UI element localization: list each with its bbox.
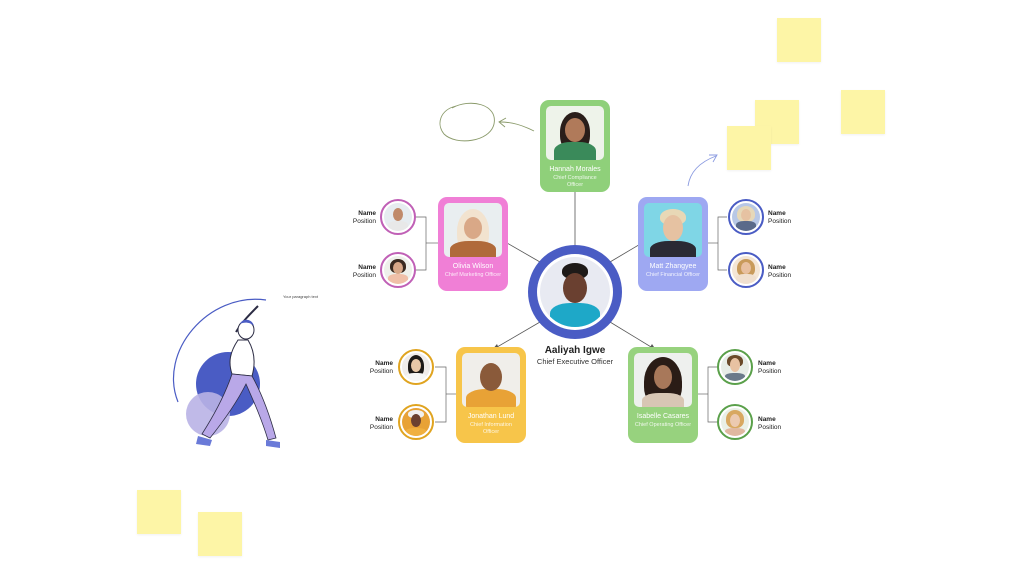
- sticky-note[interactable]: [841, 90, 885, 134]
- report-avatar[interactable]: [717, 349, 753, 385]
- ceo-name: Aaliyah Igwe: [544, 345, 606, 356]
- exec-card-financial[interactable]: Matt Zhangyee Chief Financial Officer: [638, 197, 708, 291]
- sticky-note[interactable]: [777, 18, 821, 62]
- person-drawing-illustration: [172, 298, 280, 448]
- report-avatar[interactable]: [398, 404, 434, 440]
- report-avatar[interactable]: [717, 404, 753, 440]
- exec-card-marketing[interactable]: Olivia Wilson Chief Marketing Officer: [438, 197, 508, 291]
- exec-title: Chief Financial Officer: [645, 272, 700, 278]
- report-avatar[interactable]: [398, 349, 434, 385]
- exec-name: Isabelle Casares: [636, 413, 690, 420]
- exec-photo: [644, 203, 702, 257]
- report-avatar[interactable]: [380, 199, 416, 235]
- sticky-note[interactable]: [137, 490, 181, 534]
- exec-title: Chief Information Officer: [470, 422, 512, 435]
- exec-name: Hannah Morales: [549, 166, 601, 173]
- exec-photo: [634, 353, 692, 407]
- exec-title: Chief Marketing Officer: [444, 272, 502, 278]
- exec-title: Chief Compliance Officer: [553, 175, 597, 188]
- exec-photo: [462, 353, 520, 407]
- paragraph-text[interactable]: Your paragraph text: [283, 294, 318, 299]
- exec-name: Olivia Wilson: [452, 263, 494, 270]
- exec-card-operating[interactable]: Isabelle Casares Chief Operating Officer: [628, 347, 698, 443]
- ceo-photo: [540, 257, 610, 327]
- exec-photo: [444, 203, 502, 257]
- ceo-title: Chief Executive Officer: [536, 357, 614, 366]
- sticky-note[interactable]: [198, 512, 242, 556]
- exec-name: Matt Zhangyee: [649, 263, 697, 270]
- exec-card-information[interactable]: Jonathan Lund Chief Information Officer: [456, 347, 526, 443]
- report-avatar[interactable]: [728, 199, 764, 235]
- exec-title: Chief Operating Officer: [634, 422, 692, 428]
- exec-card-compliance[interactable]: Hannah Morales Chief Compliance Officer: [540, 100, 610, 192]
- exec-photo: [546, 106, 604, 160]
- exec-name: Jonathan Lund: [467, 413, 515, 420]
- report-avatar[interactable]: [728, 252, 764, 288]
- sticky-note[interactable]: [727, 126, 771, 170]
- ceo-avatar[interactable]: [528, 245, 622, 339]
- report-avatar[interactable]: [380, 252, 416, 288]
